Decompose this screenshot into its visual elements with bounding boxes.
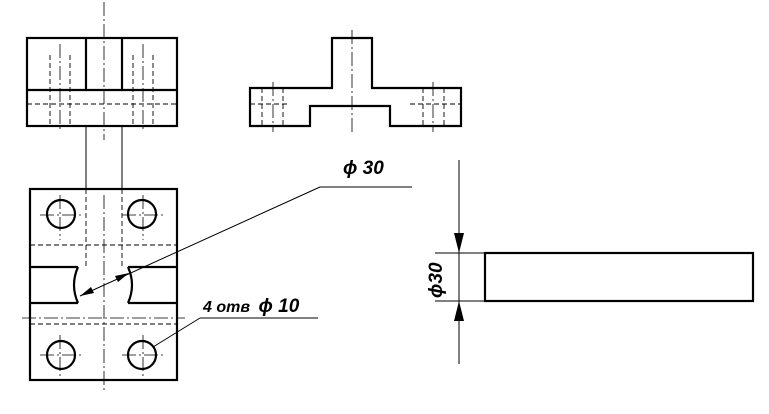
holes-leader [152, 317, 318, 348]
hole-top-right [126, 198, 158, 230]
rod-diameter-label: ϕ30 [426, 262, 447, 298]
bore-diameter-leader [79, 186, 412, 297]
hole-top-left [45, 198, 77, 230]
hole-bottom-right [126, 339, 158, 371]
top-view [22, 187, 185, 390]
projection-lines [85, 126, 123, 189]
bore-diameter-label: ϕ 30 [343, 158, 384, 179]
holes-diameter: ϕ 10 [258, 296, 299, 317]
side-view [248, 30, 463, 134]
hole-bottom-left [45, 339, 77, 371]
rod-view [435, 160, 755, 364]
holes-label: 4 отв ϕ 10 [202, 296, 300, 317]
front-view [25, 2, 179, 140]
holes-prefix: 4 отв [202, 299, 250, 316]
